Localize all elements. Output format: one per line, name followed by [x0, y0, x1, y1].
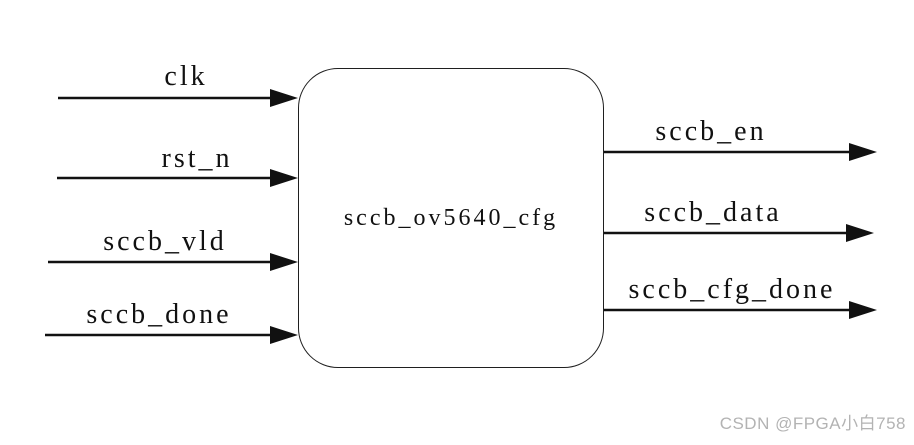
input-arrow-clk — [58, 89, 298, 107]
output-label-sccb-data: sccb_data — [644, 196, 782, 228]
input-label-sccb-vld: sccb_vld — [103, 225, 227, 257]
input-label-rst-n: rst_n — [161, 142, 233, 174]
input-arrow-rst-n — [57, 169, 298, 187]
input-arrow-sccb-vld — [48, 253, 298, 271]
output-label-sccb-cfg-done: sccb_cfg_done — [628, 273, 836, 305]
module-block: sccb_ov5640_cfg — [298, 68, 604, 368]
module-name: sccb_ov5640_cfg — [343, 204, 559, 231]
watermark-text: CSDN @FPGA小白758 — [719, 414, 906, 433]
output-label-sccb-en: sccb_en — [655, 115, 767, 147]
output-arrow-sccb-data — [604, 224, 874, 242]
input-label-clk: clk — [164, 60, 208, 92]
output-arrow-sccb-en — [604, 143, 877, 161]
output-arrow-sccb-cfg-done — [604, 301, 877, 319]
input-label-sccb-done: sccb_done — [86, 298, 232, 330]
input-arrow-sccb-done — [45, 326, 298, 344]
